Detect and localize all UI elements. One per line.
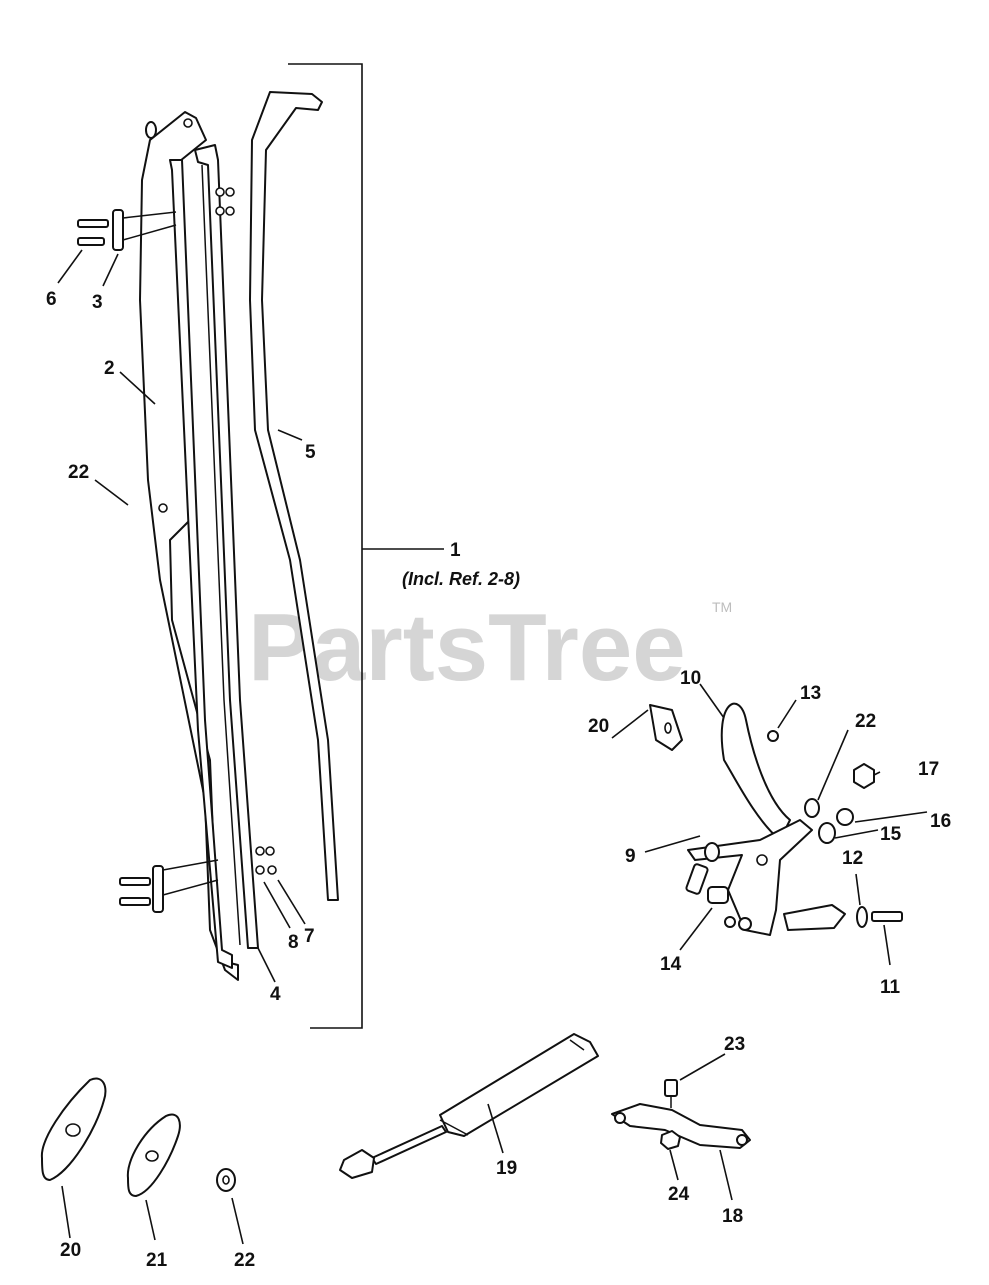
callout-19: 19 (496, 1158, 517, 1179)
pivot-icon (707, 886, 729, 904)
callout-20: 20 (588, 716, 609, 737)
callout-23: 23 (724, 1034, 745, 1055)
washer-icon (767, 730, 779, 742)
part-18-lever (611, 1079, 751, 1150)
part-19-gas-strut (339, 1033, 599, 1179)
watermark-text: PartsTree (248, 594, 686, 701)
bolt-icon (119, 877, 151, 886)
watermark: PartsTree TM (248, 594, 732, 701)
bolt-icon (77, 237, 105, 246)
part-4-strip (169, 144, 259, 969)
callout-13: 13 (800, 683, 821, 704)
washer-icon (856, 906, 868, 928)
callout-22-bottom: 22 (234, 1250, 255, 1271)
assembly-note: (Incl. Ref. 2-8) (402, 569, 520, 589)
callout-22-bracket: 22 (855, 711, 876, 732)
bolt-icon (685, 863, 709, 895)
callout-16: 16 (930, 811, 951, 832)
callout-22: 22 (68, 462, 89, 483)
watermark-trademark: TM (712, 599, 732, 615)
callout-1: 1 (450, 540, 461, 561)
nut-icon (660, 1130, 681, 1150)
callout-8: 8 (288, 932, 299, 953)
callout-labels: 6 3 2 22 5 8 7 4 10 13 20 22 17 16 15 9 … (46, 289, 951, 1271)
washer-icon (704, 842, 720, 862)
bolt-icon (871, 911, 903, 922)
washer-icon (804, 798, 820, 818)
leader-lines (57, 249, 928, 1245)
washer-icon (145, 121, 157, 139)
callout-14: 14 (660, 954, 682, 975)
callout-21: 21 (146, 1250, 168, 1271)
callout-17: 17 (918, 759, 939, 780)
callout-9: 9 (625, 846, 636, 867)
nut-icon (853, 763, 875, 789)
callout-7: 7 (304, 926, 315, 947)
callout-12: 12 (842, 848, 863, 869)
bottom-hardware (119, 846, 277, 913)
bracket-assembly (649, 702, 903, 936)
bolt-icon (664, 1079, 678, 1097)
callout-11: 11 (880, 977, 901, 998)
callout-20-bottom: 20 (60, 1240, 81, 1261)
bolt-icon (119, 897, 151, 906)
callout-10: 10 (680, 668, 701, 689)
callout-3: 3 (92, 292, 103, 313)
callout-2: 2 (104, 358, 115, 379)
part-5-strip (249, 91, 339, 901)
part-10-clamp (720, 702, 791, 841)
callout-4: 4 (270, 984, 281, 1005)
top-hardware (77, 187, 235, 251)
callout-6: 6 (46, 289, 57, 310)
assembly-bracket: 1 (Incl. Ref. 2-8) (288, 63, 520, 1029)
callout-18: 18 (722, 1206, 743, 1227)
washer-icon (818, 822, 836, 844)
nut-icon (836, 808, 854, 826)
callout-15: 15 (880, 824, 902, 845)
bolt-icon (77, 219, 109, 228)
callout-24: 24 (668, 1184, 690, 1205)
handle-grip (783, 904, 846, 931)
loose-parts (40, 1077, 236, 1197)
callout-5: 5 (305, 442, 316, 463)
